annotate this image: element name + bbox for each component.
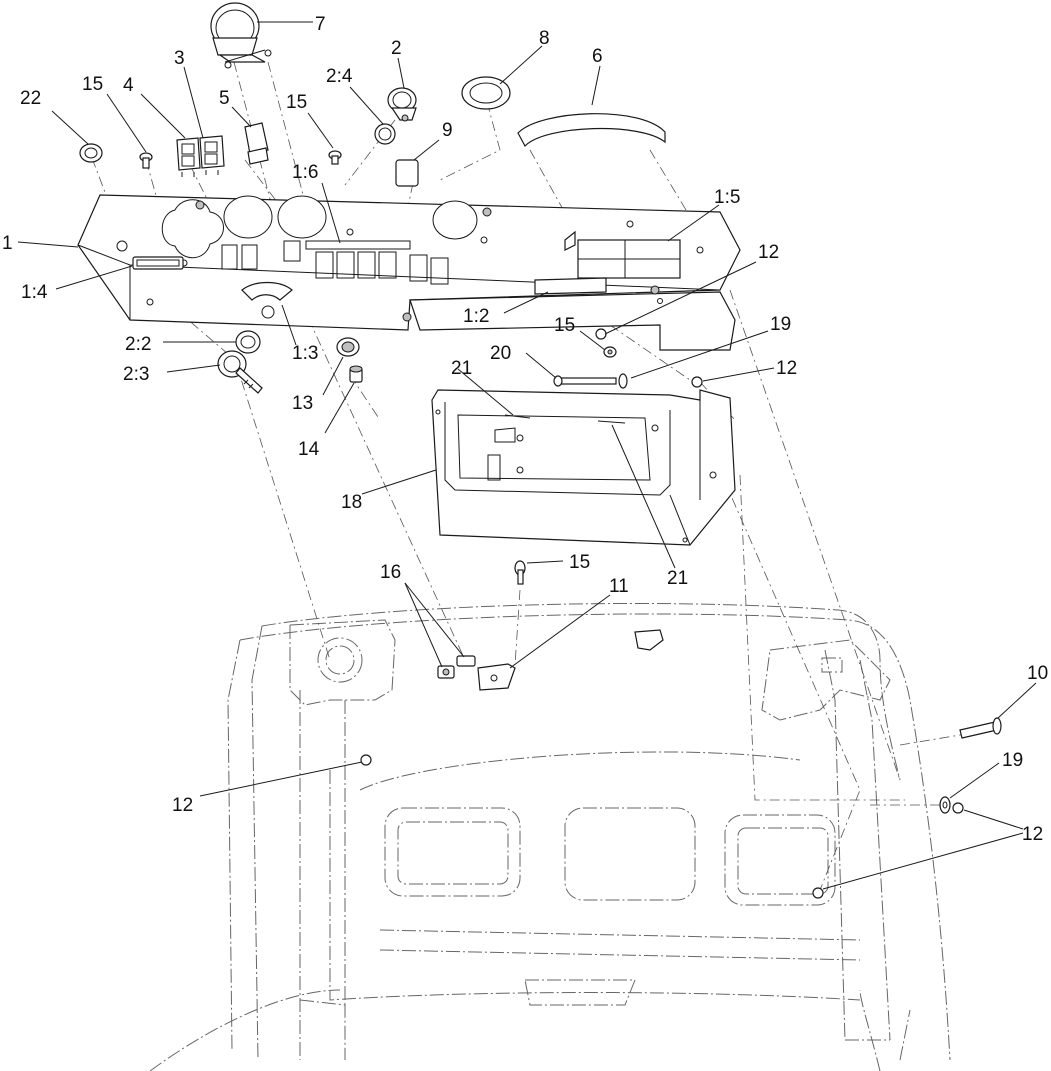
callout-19-a: 19 (770, 314, 791, 335)
callout-20: 20 (490, 343, 511, 364)
callout-12-b: 12 (776, 358, 797, 379)
callout-3: 3 (174, 48, 185, 69)
callout-19-b: 19 (1002, 750, 1023, 771)
part-8-grommet (461, 76, 511, 110)
part-14-plug (349, 365, 363, 383)
part-10-bolt (959, 717, 1002, 739)
callout-15-d: 15 (554, 315, 575, 336)
callout-12-a: 12 (758, 242, 779, 263)
frame-phantom (149, 602, 951, 1071)
part-2-4-nut (374, 123, 396, 145)
callout-22: 22 (20, 88, 41, 109)
part-2-3-key (217, 350, 263, 394)
part-15-screw-c (603, 346, 617, 358)
callout-1-5: 1:5 (714, 187, 740, 208)
part-11-bracket (477, 663, 516, 691)
callout-15-e: 15 (569, 552, 590, 573)
part-5-switch (244, 122, 269, 165)
callout-2-4: 2:4 (326, 66, 353, 87)
callout-8: 8 (539, 28, 550, 49)
callout-10: 10 (1027, 663, 1048, 684)
part-16-clip-b (456, 655, 476, 667)
callout-1: 1 (2, 233, 13, 254)
dash-panel (77, 194, 741, 351)
callout-labels: 7 2 8 6 2:4 3 22 15 4 5 15 9 1:6 1:5 1 1… (2, 14, 1048, 845)
part-16-clip-a (437, 665, 455, 679)
callout-15-a: 15 (82, 74, 103, 95)
callout-21-b: 21 (667, 568, 688, 589)
part-4-switch (176, 137, 201, 177)
callout-1-6: 1:6 (292, 162, 318, 183)
part-12-nut-c (952, 802, 964, 814)
callout-18: 18 (341, 492, 362, 513)
callout-11: 11 (609, 576, 629, 597)
callout-1-3: 1:3 (292, 343, 318, 364)
part-18-bracket (431, 389, 736, 546)
callout-9: 9 (442, 120, 453, 141)
part-13-grommet (336, 337, 360, 357)
part-19-washer-b (939, 796, 951, 814)
part-2-ignition-switch (387, 87, 417, 122)
part-15-screw-a (139, 152, 153, 169)
part-22-cap (79, 143, 103, 163)
frame-clip-top (634, 629, 664, 651)
callout-14: 14 (298, 439, 320, 460)
callout-16: 16 (380, 562, 401, 583)
callout-15-b: 15 (286, 92, 307, 113)
callout-5: 5 (219, 88, 230, 109)
part-12-nut-a (595, 328, 607, 340)
callout-13: 13 (292, 393, 313, 414)
callout-4: 4 (123, 75, 134, 96)
part-20-bolt (553, 375, 617, 387)
part-19-washer-a (618, 373, 628, 389)
leader-lines (17, 21, 1037, 890)
part-6-handle (517, 113, 666, 148)
callout-12-c: 12 (1022, 824, 1043, 845)
callout-6: 6 (592, 46, 603, 67)
callout-2-2: 2:2 (125, 334, 151, 355)
part-15-screw-b (328, 150, 342, 165)
part-12-nut-d (360, 754, 372, 766)
part-2-2-nut (235, 330, 261, 354)
callout-21-a: 21 (451, 358, 472, 379)
part-12-nut-b (691, 376, 703, 388)
callout-2-3: 2:3 (123, 364, 149, 385)
callout-7: 7 (315, 14, 326, 35)
callout-1-4: 1:4 (21, 282, 48, 303)
part-9-plug (395, 159, 419, 187)
part-15-screw-d (514, 560, 526, 585)
callout-2: 2 (391, 38, 402, 59)
callout-1-2: 1:2 (463, 306, 489, 327)
part-12-nut-e (812, 887, 824, 899)
part-7-gauge (210, 2, 272, 69)
callout-12-d: 12 (172, 795, 193, 816)
part-3-switch (199, 135, 225, 175)
